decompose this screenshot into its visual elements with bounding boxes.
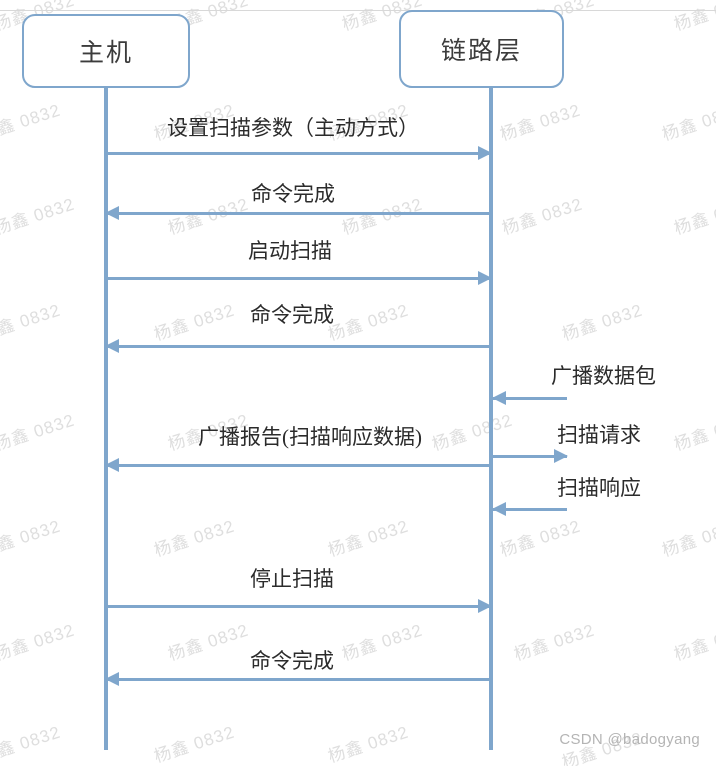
watermark-text: 杨鑫 0832	[325, 722, 412, 766]
watermark-text: 杨鑫 0832	[659, 516, 716, 561]
message-line	[106, 605, 491, 608]
watermark-text: 杨鑫 0832	[0, 620, 78, 665]
watermark-text: 杨鑫 0832	[339, 620, 426, 665]
message-label-stop-scan: 停止扫描	[250, 567, 334, 591]
watermark-text: 杨鑫 0832	[497, 100, 584, 145]
watermark-text: 杨鑫 0832	[151, 722, 238, 766]
watermark-text: 杨鑫 0832	[499, 194, 586, 239]
message-label-advertising-packet: 广播数据包	[551, 364, 656, 388]
message-line	[106, 212, 491, 215]
message-line	[493, 397, 567, 400]
message-label-command-complete-2: 命令完成	[250, 303, 334, 327]
watermark-text: 杨鑫 0832	[671, 0, 716, 35]
watermark-text: 杨鑫 0832	[151, 516, 238, 561]
participant-host[interactable]: 主机	[22, 14, 190, 88]
message-label-start-scan: 启动扫描	[248, 239, 332, 263]
arrowhead-right-icon	[478, 146, 492, 160]
watermark-text: 杨鑫 0832	[671, 194, 716, 239]
credit-watermark: CSDN @badogyang	[559, 731, 700, 748]
watermark-text: 杨鑫 0832	[325, 516, 412, 561]
arrowhead-left-icon	[105, 206, 119, 220]
watermark-text: 杨鑫 0832	[671, 620, 716, 665]
participant-link-layer-label: 链路层	[440, 38, 522, 65]
participant-link-layer[interactable]: 链路层	[399, 10, 564, 88]
watermark-text: 杨鑫 0832	[165, 620, 252, 665]
message-line	[106, 152, 491, 155]
watermark-text: 杨鑫 0832	[0, 722, 64, 766]
message-line	[106, 345, 491, 348]
arrowhead-right-icon	[478, 599, 492, 613]
arrowhead-left-icon	[492, 502, 506, 516]
top-divider-rule	[0, 10, 716, 11]
message-line	[493, 508, 567, 511]
arrowhead-left-icon	[105, 672, 119, 686]
lifeline-host	[104, 88, 108, 750]
message-label-scan-response: 扫描响应	[557, 476, 641, 500]
watermark-text: 杨鑫 0832	[671, 410, 716, 455]
arrowhead-left-icon	[492, 391, 506, 405]
watermark-text: 杨鑫 0832	[0, 300, 64, 345]
message-line	[106, 277, 491, 280]
watermark-text: 杨鑫 0832	[559, 300, 646, 345]
message-line	[106, 678, 491, 681]
arrowhead-left-icon	[105, 339, 119, 353]
watermark-text: 杨鑫 0832	[151, 300, 238, 345]
message-label-set-scan-params: 设置扫描参数（主动方式）	[167, 116, 419, 140]
message-line	[493, 455, 567, 458]
message-label-command-complete-1: 命令完成	[251, 182, 335, 206]
participant-host-label: 主机	[78, 40, 133, 67]
message-label-scan-request: 扫描请求	[557, 423, 641, 447]
watermark-text: 杨鑫 0832	[497, 516, 584, 561]
lifeline-link	[489, 88, 493, 750]
watermark-text: 杨鑫 0832	[0, 194, 78, 239]
watermark-text: 杨鑫 0832	[325, 300, 412, 345]
arrowhead-right-icon	[554, 449, 568, 463]
watermark-text: 杨鑫 0832	[0, 410, 78, 455]
watermark-text: 杨鑫 0832	[511, 620, 598, 665]
message-label-advertising-report: 广播报告(扫描响应数据)	[198, 425, 422, 449]
watermark-text: 杨鑫 0832	[659, 100, 716, 145]
arrowhead-left-icon	[105, 458, 119, 472]
arrowhead-right-icon	[478, 271, 492, 285]
watermark-text: 杨鑫 0832	[0, 516, 64, 561]
message-line	[106, 464, 491, 467]
watermark-text: 杨鑫 0832	[429, 410, 516, 455]
watermark-text: 杨鑫 0832	[0, 100, 64, 145]
message-label-command-complete-3: 命令完成	[250, 649, 334, 673]
